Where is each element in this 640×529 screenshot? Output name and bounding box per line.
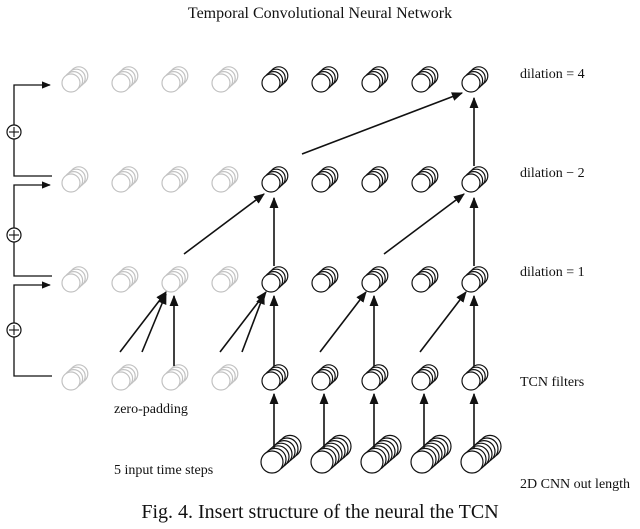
input-stack — [410, 434, 452, 474]
tcn-node — [361, 66, 389, 93]
tcn-node — [311, 166, 339, 193]
tcn-node — [261, 166, 289, 193]
label-zero-padding: zero-padding — [114, 402, 188, 417]
arrow — [183, 193, 265, 255]
label-dilation-1: dilation = 1 — [520, 265, 585, 280]
node-layer — [61, 66, 502, 474]
arrow — [383, 193, 465, 255]
tcn-node — [461, 266, 489, 293]
tcn-node — [261, 364, 289, 391]
tcn-node — [361, 364, 389, 391]
tcn-node — [411, 166, 439, 193]
tcn-node — [161, 66, 189, 93]
tcn-node — [111, 66, 139, 93]
tcn-node — [211, 66, 239, 93]
tcn-node — [311, 266, 339, 293]
tcn-node — [61, 364, 89, 391]
tcn-node — [61, 266, 89, 293]
tcn-node — [111, 364, 139, 391]
tcn-node — [61, 166, 89, 193]
figure-caption: Fig. 4. Insert structure of the neural t… — [141, 501, 499, 523]
tcn-node — [311, 66, 339, 93]
arrow-layer — [119, 92, 479, 448]
tcn-node — [461, 66, 489, 93]
input-stack — [360, 434, 402, 474]
tcn-node — [211, 266, 239, 293]
tcn-node — [411, 364, 439, 391]
tcn-node — [411, 266, 439, 293]
input-stack — [260, 434, 302, 474]
arrow — [301, 92, 464, 155]
diagram-title: Temporal Convolutional Neural Network — [187, 5, 453, 22]
input-stack — [460, 434, 502, 474]
arrow — [219, 291, 267, 353]
label-input-time-steps: 5 input time steps — [114, 463, 214, 478]
tcn-node — [461, 166, 489, 193]
residual-connections — [6, 81, 52, 377]
arrow — [141, 292, 167, 353]
tcn-node — [111, 266, 139, 293]
tcn-node — [61, 66, 89, 93]
tcn-node — [161, 266, 189, 293]
tcn-node — [111, 166, 139, 193]
label-cnn-out-length: 2D CNN out length — [520, 477, 631, 492]
tcn-node — [211, 166, 239, 193]
tcn-node — [411, 66, 439, 93]
tcn-node — [311, 364, 339, 391]
tcn-node — [161, 364, 189, 391]
label-dilation-4: dilation = 4 — [520, 67, 585, 82]
arrow — [319, 291, 367, 353]
arrow — [419, 291, 467, 353]
arrow — [119, 291, 167, 353]
tcn-node — [261, 266, 289, 293]
tcn-node — [361, 166, 389, 193]
tcn-node — [161, 166, 189, 193]
label-tcn-filters: TCN filters — [520, 375, 585, 390]
label-dilation-2: dilation − 2 — [520, 166, 585, 181]
input-stack — [310, 434, 352, 474]
arrow — [241, 292, 265, 353]
tcn-node — [461, 364, 489, 391]
tcn-node — [361, 266, 389, 293]
tcn-node — [211, 364, 239, 391]
tcn-node — [261, 66, 289, 93]
